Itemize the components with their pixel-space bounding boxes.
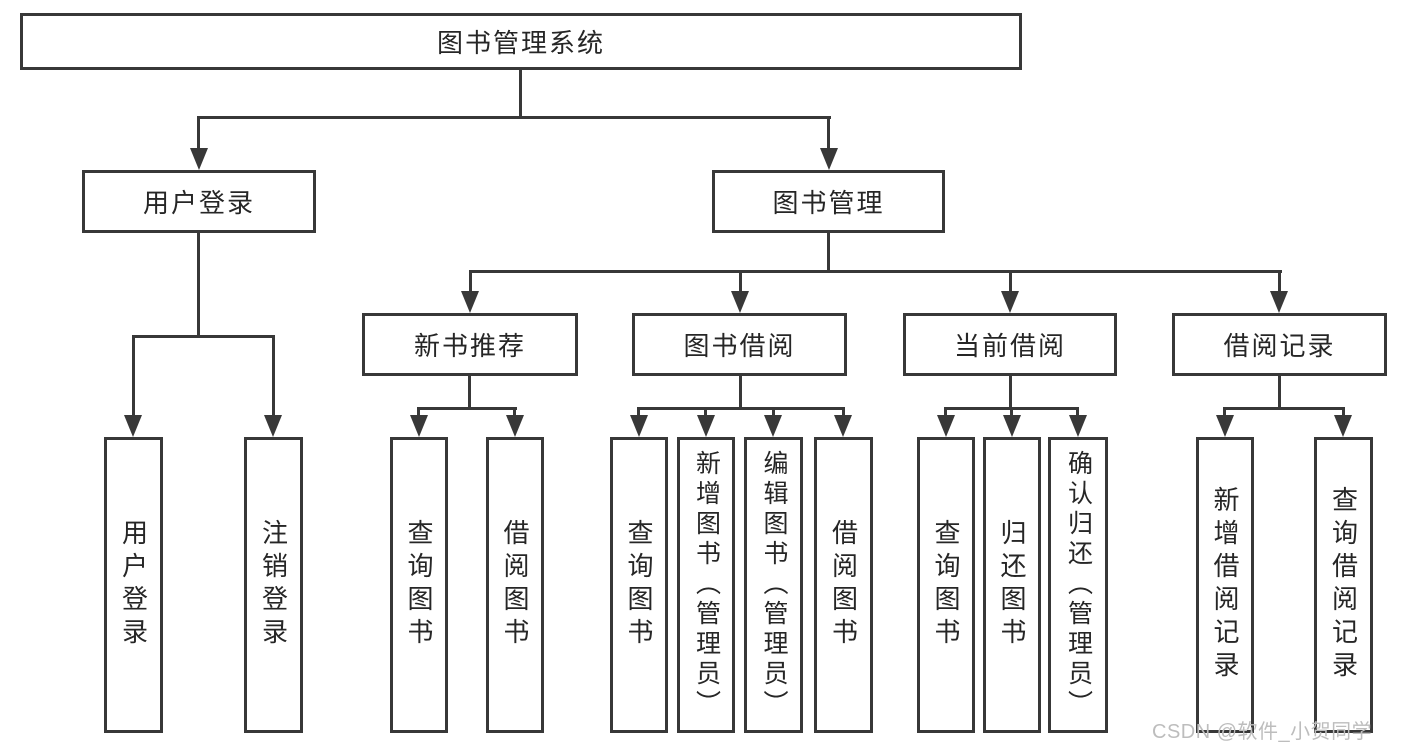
connector-user-login-stub-1 [132,335,135,419]
leaf-nb-query-book-label: 查询图书 [404,519,434,651]
connector-book-borrow-hline [637,407,845,410]
connector-new-book-stub-1 [417,407,420,419]
arrow-nb-borrow-book [506,415,524,437]
arrow-to-borrow-records [1270,291,1288,313]
arrow-bb-add-book [697,415,715,437]
connector-br-stub-1 [1223,407,1226,419]
connector-borrow-records-hline [1223,407,1345,410]
leaf-br-query-record-label: 查询借阅记录 [1328,486,1359,684]
node-borrow-records: 借阅记录 [1172,313,1387,376]
leaf-br-query-record: 查询借阅记录 [1314,437,1373,733]
arrow-to-book-borrow [731,291,749,313]
connector-cb-stub-3 [1076,407,1079,419]
node-new-book-recommend: 新书推荐 [362,313,578,376]
arrow-br-query-record [1334,415,1352,437]
arrow-bb-edit-book [764,415,782,437]
connector-user-login-hline [132,335,275,338]
connector-root-stub-left [197,116,200,152]
arrow-cb-confirm-return [1069,415,1087,437]
node-new-book-recommend-label: 新书推荐 [413,331,526,361]
node-book-management: 图书管理 [712,170,945,233]
node-root: 图书管理系统 [20,13,1022,70]
node-user-login: 用户登录 [82,170,316,233]
arrow-nb-query-book [410,415,428,437]
leaf-br-add-record: 新增借阅记录 [1196,437,1254,733]
arrow-to-current-borrow [1001,291,1019,313]
node-current-borrow-label: 当前借阅 [953,331,1066,361]
leaf-nb-borrow-book-label: 借阅图书 [500,519,530,651]
connector-new-book-hline [417,407,517,410]
connector-stub-borrow-records [1278,270,1281,295]
connector-bb-stub-3 [772,407,775,419]
leaf-nb-borrow-book: 借阅图书 [486,437,544,733]
connector-root-hline [197,116,831,119]
leaf-cb-query-book-label: 查询图书 [931,519,961,651]
leaf-bb-add-book-admin-label: 新增图书（管理员） [692,450,721,720]
node-book-borrow-label: 图书借阅 [683,331,796,361]
leaf-cb-return-book-label: 归还图书 [997,519,1027,651]
leaf-bb-borrow-book: 借阅图书 [814,437,873,733]
arrow-to-user-login [190,148,208,170]
connector-user-login-vline [197,233,200,335]
connector-book-borrow-vline [739,376,742,407]
arrow-to-leaf-logout [264,415,282,437]
leaf-bb-add-book-admin: 新增图书（管理员） [677,437,735,733]
leaf-bb-edit-book-admin: 编辑图书（管理员） [744,437,803,733]
connector-user-login-stub-2 [272,335,275,419]
leaf-cb-confirm-return-admin: 确认归还（管理员） [1048,437,1108,733]
connector-bb-stub-1 [637,407,640,419]
connector-root-stub-right [827,116,830,152]
leaf-bb-borrow-book-label: 借阅图书 [828,519,859,651]
connector-stub-current-borrow [1009,270,1012,295]
connector-book-mgmt-hline [469,270,1282,273]
csdn-watermark: CSDN @软件_小贺同学 [1152,721,1373,743]
node-current-borrow: 当前借阅 [903,313,1117,376]
leaf-cb-confirm-return-admin-label: 确认归还（管理员） [1064,450,1093,720]
connector-br-stub-2 [1342,407,1345,419]
leaf-user-login-label: 用户登录 [118,519,149,651]
connector-book-mgmt-vline [827,233,830,270]
connector-new-book-vline [468,376,471,407]
node-book-management-label: 图书管理 [772,188,885,218]
arrow-bb-borrow-book [834,415,852,437]
leaf-cb-return-book: 归还图书 [983,437,1041,733]
connector-cb-stub-2 [1010,407,1013,419]
arrow-cb-return-book [1003,415,1021,437]
connector-borrow-records-vline [1278,376,1281,407]
leaf-bb-edit-book-admin-label: 编辑图书（管理员） [760,450,788,720]
connector-bb-stub-4 [842,407,845,419]
leaf-logout-label: 注销登录 [258,519,289,651]
arrow-cb-query-book [937,415,955,437]
connector-current-borrow-vline [1009,376,1012,407]
leaf-user-login: 用户登录 [104,437,163,733]
arrow-to-book-management [820,148,838,170]
connector-bb-stub-2 [704,407,707,419]
leaf-bb-query-book-label: 查询图书 [624,519,654,651]
connector-stub-new-book [469,270,472,295]
arrow-br-add-record [1216,415,1234,437]
connector-stub-book-borrow [739,270,742,295]
leaf-cb-query-book: 查询图书 [917,437,975,733]
connector-cb-stub-1 [944,407,947,419]
connector-new-book-stub-2 [513,407,516,419]
leaf-logout: 注销登录 [244,437,303,733]
node-borrow-records-label: 借阅记录 [1223,331,1336,361]
connector-root-vline [519,68,522,118]
arrow-bb-query-book [630,415,648,437]
node-root-label: 图书管理系统 [436,28,605,58]
leaf-nb-query-book: 查询图书 [390,437,448,733]
arrow-to-new-book-recommend [461,291,479,313]
node-book-borrow: 图书借阅 [632,313,847,376]
leaf-br-add-record-label: 新增借阅记录 [1210,486,1240,684]
node-user-login-label: 用户登录 [142,188,255,218]
leaf-bb-query-book: 查询图书 [610,437,668,733]
arrow-to-leaf-user-login [124,415,142,437]
